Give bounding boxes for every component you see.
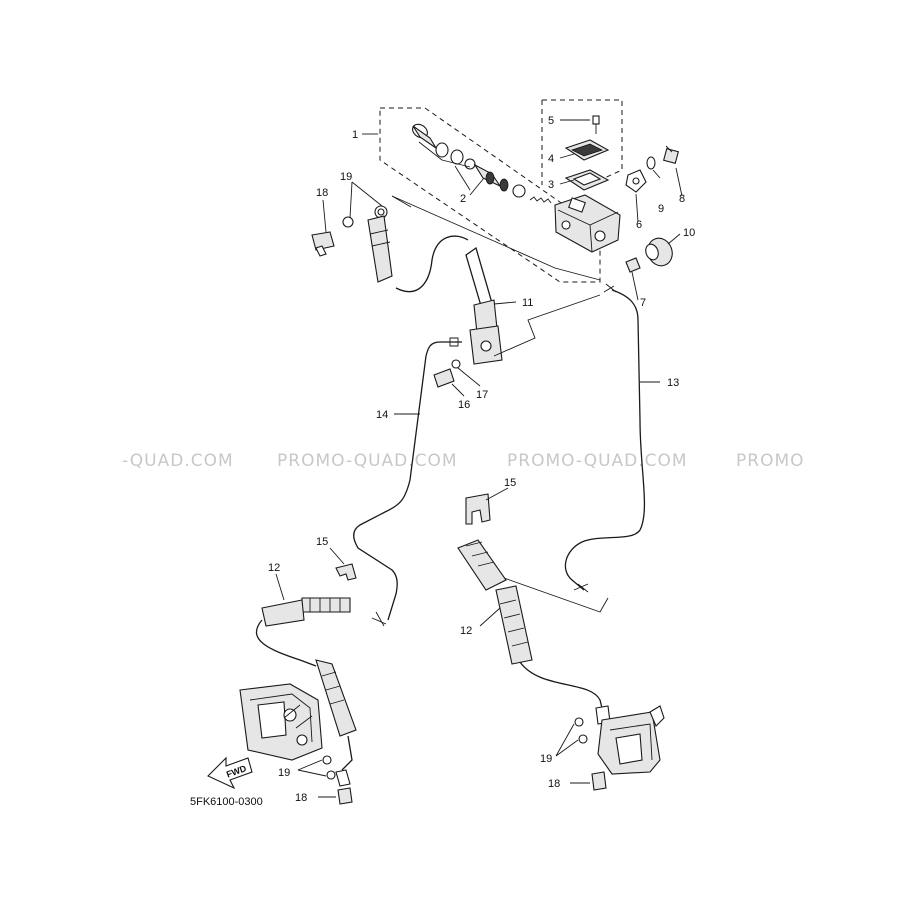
callout-7: 7	[640, 297, 646, 309]
upper-banjo-connection	[311, 195, 601, 283]
callout-18: 18	[295, 792, 307, 804]
callout-19: 19	[540, 753, 552, 765]
callout-1: 1	[352, 129, 358, 141]
callout-6: 6	[636, 219, 642, 231]
callout-14: 14	[376, 409, 388, 421]
lower-right-hose	[457, 539, 611, 725]
pivot-hardware	[625, 145, 680, 193]
left-caliper	[239, 683, 323, 761]
callout-18: 18	[548, 778, 560, 790]
callout-11: 11	[522, 297, 533, 309]
callout-12: 12	[268, 562, 280, 574]
callout-4: 4	[548, 153, 554, 165]
hose-clip	[465, 493, 491, 525]
callout-16: 16	[458, 399, 470, 411]
callout-3: 3	[548, 179, 554, 191]
drawing-code: 5FK6100-0300	[190, 796, 263, 808]
reservoir-cap-parts	[564, 115, 610, 191]
watermark-text: -QUAD.COM	[122, 451, 234, 471]
piston-kit	[412, 123, 552, 204]
brake-hose-upper	[395, 235, 503, 365]
callout-labels: 1 2 3 4 5 6 7 8 9 10 11 13 14 16 17 18 1…	[268, 115, 695, 804]
watermark-text: PROMO-QUAD.COM	[277, 451, 458, 471]
right-caliper	[574, 705, 665, 791]
watermark-row: -QUAD.COM PROMO-QUAD.COM PROMO-QUAD.COM …	[122, 451, 805, 471]
callout-15: 15	[316, 536, 328, 548]
watermark-text: PROMO	[736, 451, 805, 471]
joint-bolt	[433, 294, 601, 388]
callout-19: 19	[278, 767, 290, 779]
callout-10: 10	[683, 227, 695, 239]
hose-clip	[335, 563, 357, 581]
leader-lines	[275, 119, 683, 798]
callout-8: 8	[679, 193, 685, 205]
callout-12: 12	[460, 625, 472, 637]
callout-17: 17	[476, 389, 488, 401]
callout-13: 13	[667, 377, 679, 389]
callout-15: 15	[504, 477, 516, 489]
dust-boot	[645, 237, 673, 267]
callout-19: 19	[340, 171, 352, 183]
master-cylinder-body	[554, 194, 621, 253]
rubber-cap	[625, 257, 641, 273]
lower-left-hose	[255, 597, 357, 805]
watermark-text: PROMO-QUAD.COM	[507, 451, 688, 471]
brake-pipe-left	[353, 337, 462, 627]
forward-direction-arrow: FWD	[207, 756, 253, 790]
master-cylinder-group	[379, 99, 680, 283]
callout-18: 18	[316, 187, 328, 199]
callout-5: 5	[548, 115, 554, 127]
callout-2: 2	[460, 193, 466, 205]
callout-9: 9	[658, 203, 664, 215]
brake-pipe-right	[564, 283, 646, 593]
